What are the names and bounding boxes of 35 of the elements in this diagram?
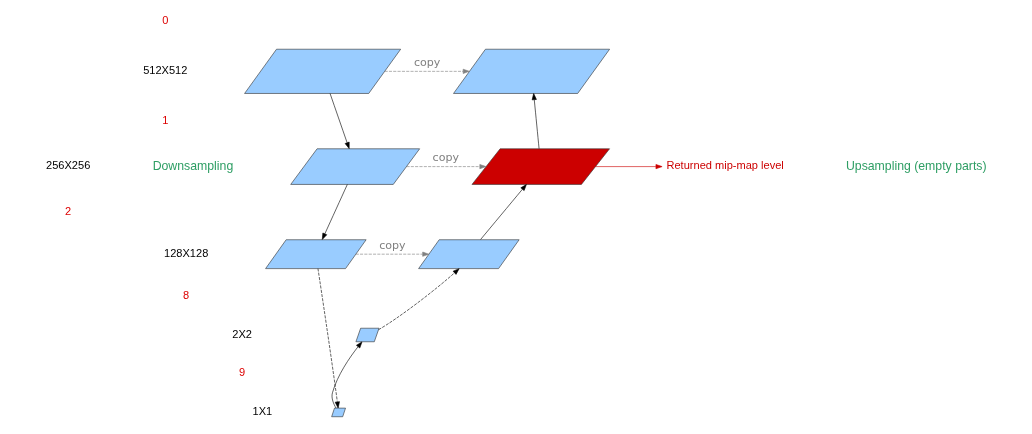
node-parallelogram — [355, 327, 379, 343]
node-parallelogram — [452, 48, 610, 94]
label: 9 — [238, 366, 245, 379]
label: Upsampling (empty parts) — [845, 158, 987, 173]
label: 1X1 — [252, 405, 272, 418]
edge-label: copy — [432, 151, 459, 165]
label: 256X256 — [45, 159, 90, 172]
label: 0 — [161, 14, 168, 27]
node-parallelogram — [471, 148, 610, 185]
arrow — [383, 68, 470, 74]
arrow — [329, 93, 349, 149]
edge-label: copy — [413, 56, 440, 70]
arrow — [531, 93, 539, 149]
label: 1 — [161, 113, 168, 126]
label: 2X2 — [231, 327, 252, 340]
node-parallelogram — [417, 239, 519, 269]
arrow — [321, 184, 348, 240]
node-text: Returned mip-map level — [666, 159, 784, 172]
label: 128X128 — [163, 246, 208, 259]
arrow — [331, 341, 362, 409]
node-parallelogram — [243, 48, 401, 94]
node-parallelogram — [330, 407, 346, 418]
node-parallelogram — [264, 239, 366, 269]
arrow — [405, 164, 486, 170]
arrow — [479, 184, 527, 240]
label: 8 — [182, 288, 189, 301]
arrow — [317, 268, 340, 409]
edge-label: copy — [378, 238, 406, 252]
label: 512X512 — [142, 64, 187, 77]
label: 2 — [64, 204, 71, 217]
node-parallelogram — [289, 148, 420, 185]
label: Downsampling — [152, 158, 233, 173]
arrow — [594, 164, 662, 170]
arrow — [377, 268, 459, 330]
arrow — [355, 251, 429, 257]
